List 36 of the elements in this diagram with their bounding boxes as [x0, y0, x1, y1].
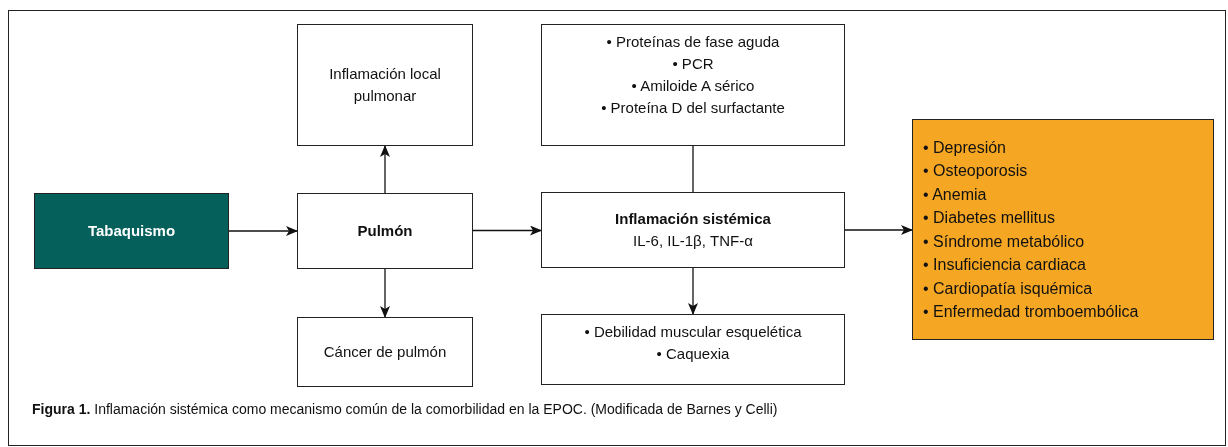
node-label: Inflamación sistémica — [615, 209, 771, 229]
node-label: • Caquexia — [656, 344, 730, 364]
process-box — [541, 192, 845, 268]
node-label: • Depresión — [923, 137, 1006, 158]
node-label: • PCR — [672, 54, 714, 74]
arrow — [688, 267, 698, 315]
node-label: • Enfermedad tromboembólica — [923, 302, 1139, 322]
node-label: Cáncer de pulmón — [323, 342, 447, 362]
node-label: • Proteínas de fase aguda — [606, 32, 780, 52]
node-label: • Cardiopatía isquémica — [923, 278, 1093, 299]
arrow — [844, 225, 913, 235]
node-label: Pulmón — [357, 221, 413, 241]
node-label: • Síndrome metabólico — [923, 231, 1085, 252]
node-label: Inflamación local pulmonar — [328, 64, 442, 106]
node-label: IL-6, IL-1β, TNF-α — [633, 231, 753, 251]
node-label: • Proteína D del surfactante — [601, 98, 785, 118]
arrow — [380, 268, 390, 318]
process-box — [297, 193, 473, 269]
connector-line — [692, 145, 694, 193]
node-label: • Debilidad muscular esquelética — [584, 322, 802, 342]
node-label: • Diabetes mellitus — [923, 208, 1055, 228]
process-box — [541, 314, 845, 385]
node-label: • Osteoporosis — [923, 161, 1028, 181]
cause-box — [34, 193, 229, 269]
node-label: • Insuficiencia cardiaca — [923, 255, 1086, 275]
comorbidity-box — [912, 119, 1214, 340]
node-label: • Anemia — [923, 184, 987, 205]
node-label: • Amiloide A sérico — [631, 76, 755, 96]
process-box — [541, 24, 845, 146]
figure-caption: Figura 1. Inflamación sistémica como mecanismo común de la comorbilidad en la EPOC. (Modificada de Barnes y Celli) — [32, 401, 778, 417]
arrow — [380, 145, 390, 194]
process-box — [297, 317, 473, 387]
node-label: Tabaquismo — [87, 221, 176, 241]
arrow — [472, 225, 542, 236]
arrow — [228, 226, 298, 236]
process-box — [297, 24, 473, 146]
